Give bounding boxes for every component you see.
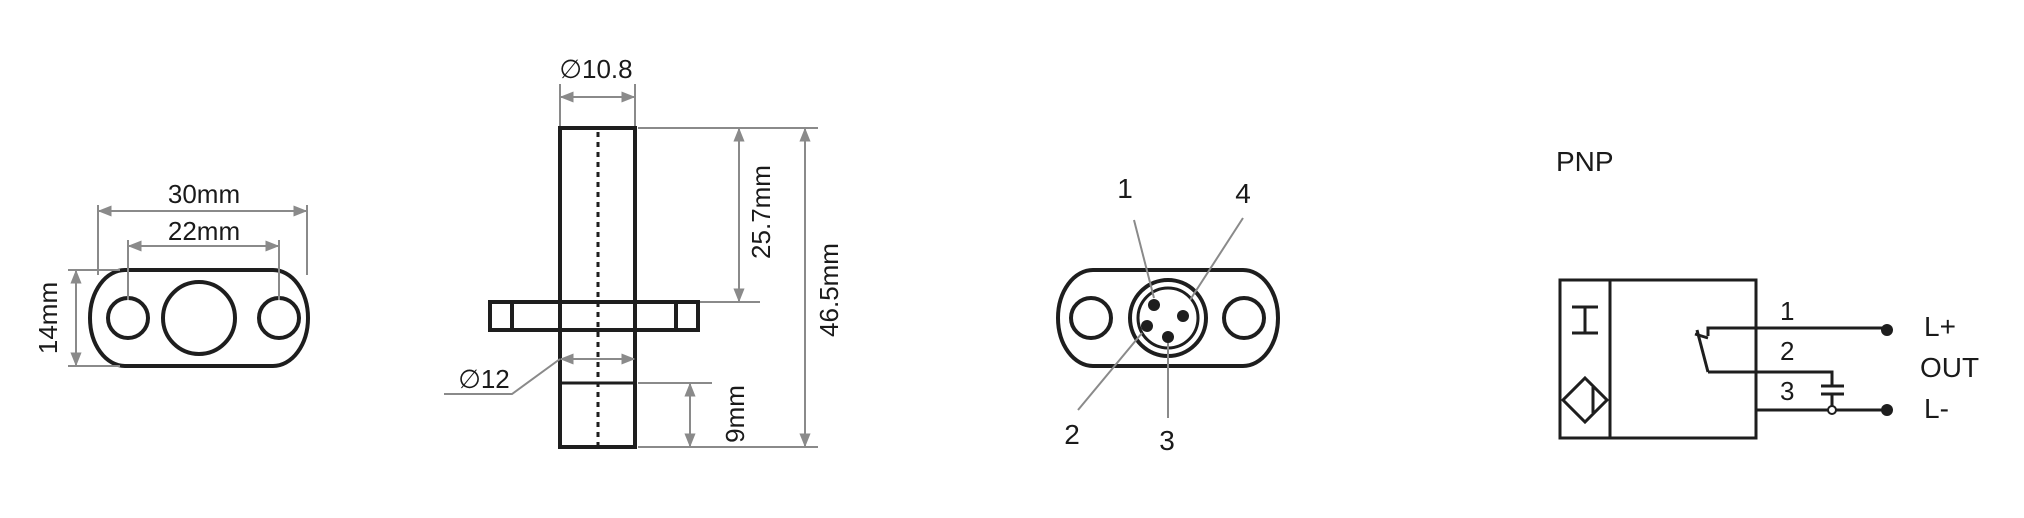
dim-label-hole-spacing: 22mm: [168, 216, 240, 246]
connector-pin-view: 1 2 3 4: [1056, 173, 1280, 456]
inductive-coil-icon: [1572, 305, 1598, 335]
dim-label-height: 14mm: [33, 282, 63, 354]
connector-pin-1: [1148, 299, 1160, 311]
terminal-dot-lplus: [1881, 324, 1893, 336]
pin-label-2: 2: [1064, 419, 1080, 450]
proximity-target-icon: [1560, 375, 1610, 425]
terminal-label-lplus: L+: [1924, 311, 1956, 342]
connector-pin-2: [1141, 320, 1153, 332]
connector-mount-hole-left: [1069, 296, 1113, 340]
wiring-diagram: PNP 1 2 3 L+ OUT: [1556, 146, 1979, 440]
connector-pin-3: [1162, 331, 1174, 343]
sensor-flange-profile: [488, 300, 700, 332]
flange-mount-hole-left: [106, 296, 150, 340]
connector-pin-4: [1177, 310, 1189, 322]
dim-label-flange-diameter: ∅12: [458, 364, 510, 394]
terminal-dot-lminus: [1881, 404, 1893, 416]
wire-1-lplus: [1706, 326, 1883, 336]
dim-label-upper-length: 25.7mm: [746, 165, 776, 259]
wire-number-1: 1: [1780, 296, 1794, 326]
pin-label-4: 4: [1235, 178, 1251, 209]
terminal-label-out: OUT: [1920, 352, 1979, 383]
pin-label-1: 1: [1117, 173, 1133, 204]
sensor-lower-body: [558, 328, 637, 449]
dim-label-sensor-diameter: ∅10.8: [559, 54, 632, 84]
wire-number-2: 2: [1780, 336, 1794, 366]
dim-label-lower-length: 9mm: [720, 385, 750, 443]
wire-2-out: [1708, 370, 1834, 385]
flange-center-bore: [161, 280, 237, 356]
sensor-block: [1558, 278, 1758, 440]
pin-label-3: 3: [1159, 425, 1175, 456]
terminal-label-lminus: L-: [1924, 393, 1949, 424]
flange-mount-hole-right: [257, 296, 301, 340]
connector-flange-outline: [1056, 268, 1280, 368]
sensor-side-view: ∅10.8 ∅12 25.7mm 46.5mm 9mm: [444, 54, 844, 449]
dim-label-total-length: 46.5mm: [814, 243, 844, 337]
flange-outline: [88, 268, 310, 368]
dim-label-overall-width: 30mm: [168, 179, 240, 209]
connector-mount-hole-right: [1222, 296, 1266, 340]
flange-top-view: 30mm 22mm 14mm: [33, 179, 310, 368]
wire-number-3: 3: [1780, 376, 1794, 406]
output-type-label: PNP: [1556, 146, 1614, 177]
